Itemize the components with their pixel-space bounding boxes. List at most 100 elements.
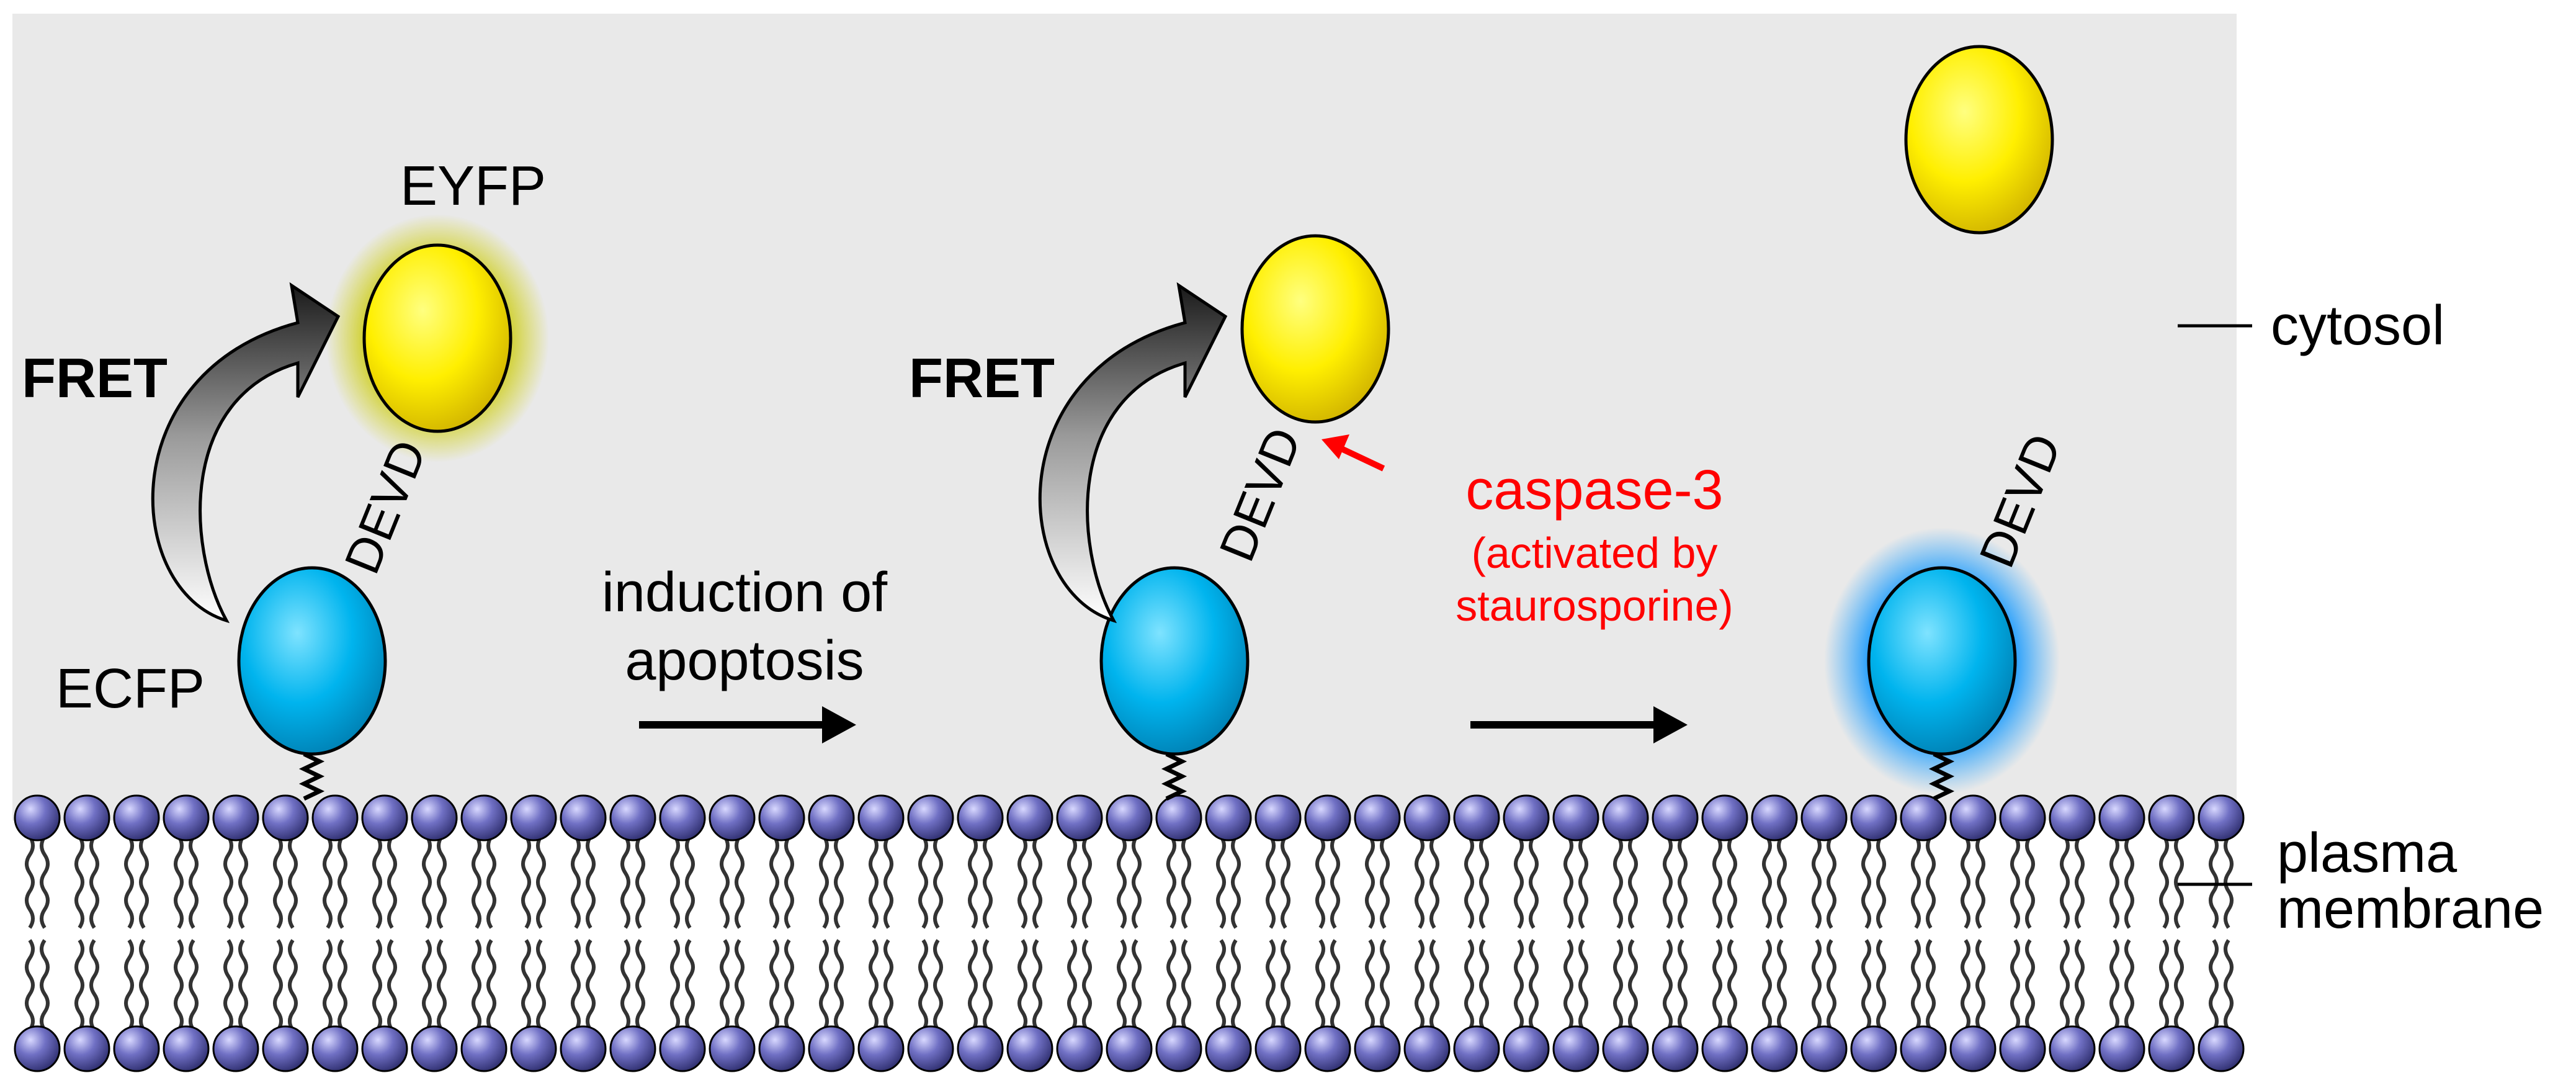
lipid-tail [1216,939,1226,1031]
lipid-tail [1032,835,1042,929]
lipid-tail [983,939,993,1031]
lipid-tail [1330,835,1340,929]
lipid-tail [139,835,149,929]
lipid-tail [1563,939,1573,1031]
lipid-tail [1961,835,1970,929]
lipid-tail [784,835,794,929]
lipid-tail [1578,939,1588,1031]
lipid-heads-top [14,794,2245,841]
lipid-head [1453,1025,1500,1072]
lipid-tail [670,939,680,1031]
lipid-head [1850,1025,1897,1072]
lipid-tail [422,939,432,1031]
lipid-head [2198,794,2245,841]
lipid-tail [25,835,35,929]
lipid-tail [273,835,283,929]
lipid-tail [536,835,546,929]
lipid-tail [1082,835,1092,929]
lipid-tail [1082,939,1092,1031]
lipid-tail [670,835,680,929]
lipid-head [957,1025,1004,1072]
lipid-tail [586,835,596,929]
lipid-tail [1663,939,1673,1031]
lipid-tail [1330,939,1340,1031]
lipid-head [510,1025,557,1072]
lipid-heads-bottom [14,1025,2245,1072]
lipid-tail [983,835,993,929]
lipid-tail [2209,835,2219,929]
ecfp-protein-1 [237,566,387,756]
lipid-tail [238,939,248,1031]
lipid-tail [933,939,943,1031]
lipid-head [63,794,110,841]
lipid-head [1106,794,1153,841]
lipid-tail [387,835,397,929]
lipid-head [163,794,210,841]
lipid-head [1403,1025,1451,1072]
lipid-tail [933,835,943,929]
lipid-tail [819,939,829,1031]
eyfp-label: EYFP [400,155,546,217]
lipid-tail [74,835,84,929]
lipid-head [1850,794,1897,841]
lipid-tail [1429,939,1439,1031]
lipid-head [1900,1025,1947,1072]
lipid-tail [2109,835,2119,929]
lipid-head [113,794,160,841]
lipid-tail [25,939,35,1031]
lipid-tail [620,835,630,929]
panel-3-cleaved-sensor: DEVD [1824,45,2072,801]
lipid-tail [238,835,248,929]
cleavage-arrow [1470,706,1688,743]
linker-spring-2 [1161,752,1187,801]
lipid-tail [1266,835,1276,929]
lipid-head [857,794,905,841]
lipid-tail [1628,835,1638,929]
lipid-tail [1231,939,1241,1031]
lipid-tail [288,835,298,929]
lipid-tail [685,835,695,929]
lipid-tail [1727,939,1737,1031]
lipid-tail [1429,835,1439,929]
lipid-head [361,1025,408,1072]
lipid-tail [273,939,283,1031]
lipid-head [1254,1025,1302,1072]
lipid-tail [323,835,333,929]
lipid-head [1304,794,1351,841]
lipid-tail [486,835,496,929]
lipid-tail [784,939,794,1031]
lipid-tail [1181,939,1191,1031]
lipid-head [1155,1025,1202,1072]
lipid-tail [1464,939,1474,1031]
lipid-tail [1911,939,1921,1031]
lipid-tail [521,939,531,1031]
lipid-tail [1117,835,1127,929]
lipid-tail [1017,939,1027,1031]
lipid-tail [1777,835,1787,929]
caspase-label: caspase-3 [1465,459,1723,521]
lipid-tail [89,939,99,1031]
lipid-tail [819,835,829,929]
lipid-tail [869,835,879,929]
lipid-tail [918,835,928,929]
induction-label-line2: apoptosis [625,630,864,692]
lipid-tail [1613,835,1623,929]
lipid-tail [834,939,844,1031]
lipid-tail [2109,939,2119,1031]
fret-arrow-1 [151,282,341,624]
lipid-head [957,794,1004,841]
lipid-tail [2075,835,2085,929]
lipid-tail [223,939,233,1031]
lipid-head [63,1025,110,1072]
lipid-tail [338,939,347,1031]
lipid-head [758,1025,805,1072]
lipid-tail [1132,939,1142,1031]
caspase-pointer-head [1322,434,1349,459]
lipid-tail [1067,835,1077,929]
lipid-tail [2224,835,2234,929]
lipid-head [1205,794,1252,841]
lipid-tail [769,835,779,929]
lipid-head [1751,1025,1798,1072]
lipid-tail [918,939,928,1031]
lipid-tail [2060,939,2070,1031]
